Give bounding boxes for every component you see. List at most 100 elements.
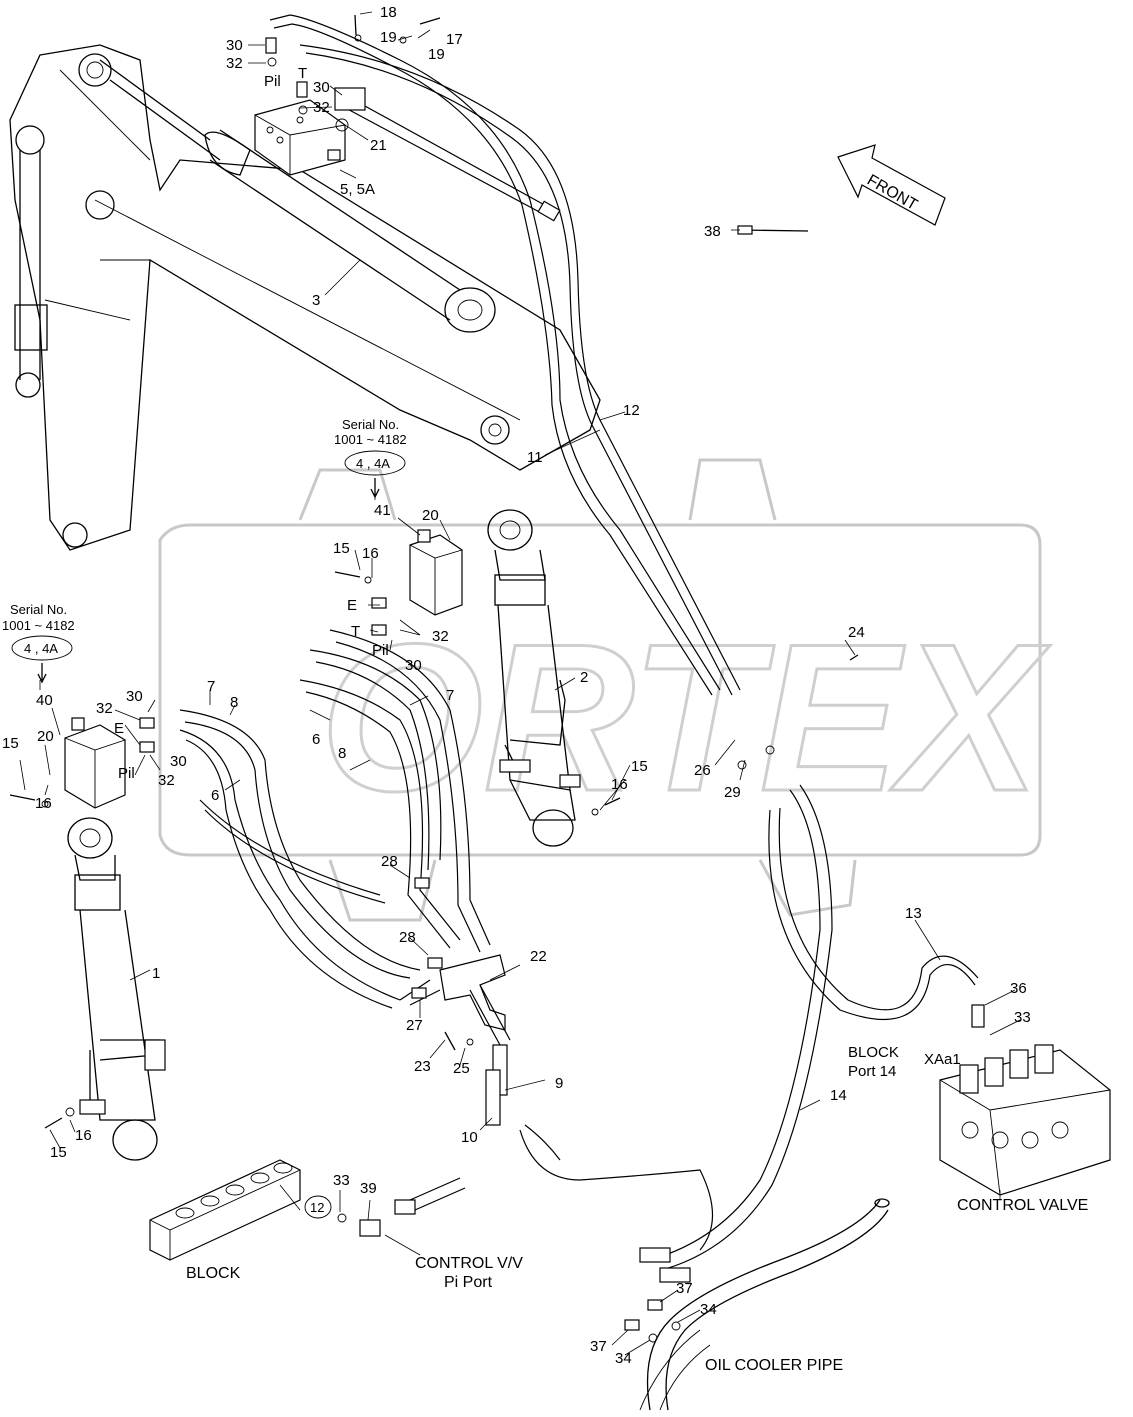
label-29: 29 [724,784,741,801]
label-10: 10 [461,1129,478,1146]
label-16b: 16 [611,776,628,793]
cable-tie-38 [737,225,809,235]
part-labels: 18 19 17 19 30 32 Pil T 30 32 21 5, 5A 3… [2,4,1088,1374]
label-7a: 7 [207,678,215,695]
label-t1: T [298,65,307,82]
label-pil2: Pil [372,642,389,659]
serial-callout-2 [11,635,73,684]
label-6a: 6 [312,731,320,748]
label-16a: 16 [362,545,379,562]
bucket-cylinder [67,817,166,1161]
watermark: ORTEX [158,458,1052,922]
hoses-13-14 [639,784,979,1283]
label-e2: E [114,720,124,737]
label-pil3: Pil [118,765,135,782]
valve-block-40 [64,717,126,809]
label-41: 41 [374,502,391,519]
fittings-bottom [624,1299,681,1343]
serial-ref-1: 4 , 4A [356,456,390,471]
label-17: 17 [446,31,463,48]
serial-callout-1 [344,450,406,499]
label-3: 3 [312,292,320,309]
label-30d: 30 [126,688,143,705]
label-6b: 6 [211,787,219,804]
label-22: 22 [530,948,547,965]
bracket-22 [439,954,506,1031]
svg-text:ORTEX: ORTEX [320,600,1051,835]
control-vv-label-1: CONTROL V/V [415,1255,523,1272]
label-11: 11 [527,449,543,466]
label-40: 40 [36,692,53,709]
label-25: 25 [453,1060,470,1077]
block-label: BLOCK [186,1265,241,1282]
label-37a: 37 [676,1280,693,1297]
label-14a: 14 [830,1087,847,1104]
leader-lines [19,11,1021,1356]
label-33b: 33 [333,1172,350,1189]
label-32c: 32 [432,628,449,645]
label-30b: 30 [313,79,330,96]
label-30c: 30 [405,657,422,674]
fitting-39 [337,1177,466,1237]
label-12: 12 [623,402,640,419]
boom-structure [9,44,601,551]
label-38: 38 [704,223,721,240]
label-28b: 28 [399,929,416,946]
bolts-fittings [9,14,859,1129]
label-32a: 32 [226,55,243,72]
label-9: 9 [555,1075,563,1092]
label-20a: 20 [422,507,439,524]
label-24: 24 [848,624,865,641]
label-1: 1 [152,965,160,982]
control-valve-label: CONTROL VALVE [957,1197,1088,1214]
xaa1-label: XAa1 [924,1051,961,1068]
label-32e: 32 [158,772,175,789]
label-15c: 15 [2,735,19,752]
block-12 [149,1159,301,1261]
label-28a: 28 [381,853,398,870]
label-36: 36 [1010,980,1027,997]
label-21: 21 [370,137,387,154]
label-16d: 16 [75,1127,92,1144]
valve-block-41 [409,529,463,616]
label-15d: 15 [50,1144,67,1161]
label-2: 2 [580,669,588,686]
label-30a: 30 [226,37,243,54]
label-26: 26 [694,762,711,779]
serial-range-1: 1001 ~ 4182 [334,432,407,447]
label-19b: 19 [428,46,445,63]
boom-cylinder [99,59,496,333]
hoses-9-10 [469,984,714,1251]
front-arrow: FRONT [837,144,946,226]
hoses-top [269,14,741,696]
control-vv-label-2: Pi Port [444,1274,493,1291]
label-13: 13 [905,905,922,922]
block-ref-12: 12 [310,1200,324,1215]
label-34b: 34 [615,1350,632,1367]
control-valve [939,1004,1111,1196]
label-18: 18 [380,4,397,21]
label-e1: E [347,597,357,614]
block-port-1: BLOCK [848,1044,899,1061]
label-33a: 33 [1014,1009,1031,1026]
label-39: 39 [360,1180,377,1197]
serial-label-2: Serial No. [10,602,67,617]
oil-cooler-label: OIL COOLER PIPE [705,1357,843,1374]
hoses-middle [179,629,491,1009]
label-30e: 30 [170,753,187,770]
label-23: 23 [414,1058,431,1075]
label-19a: 19 [380,29,397,46]
label-16c: 16 [35,795,52,812]
label-15b: 15 [631,758,648,775]
label-27: 27 [406,1017,423,1034]
arm-cylinder [487,509,581,847]
label-5: 5, 5A [340,181,375,198]
label-7b: 7 [446,687,454,704]
label-t2: T [351,623,360,640]
label-8b: 8 [338,745,346,762]
label-20b: 20 [37,728,54,745]
valve-block-5 [254,99,346,176]
serial-range-2: 1001 ~ 4182 [2,618,75,633]
label-pil1: Pil [264,73,281,90]
